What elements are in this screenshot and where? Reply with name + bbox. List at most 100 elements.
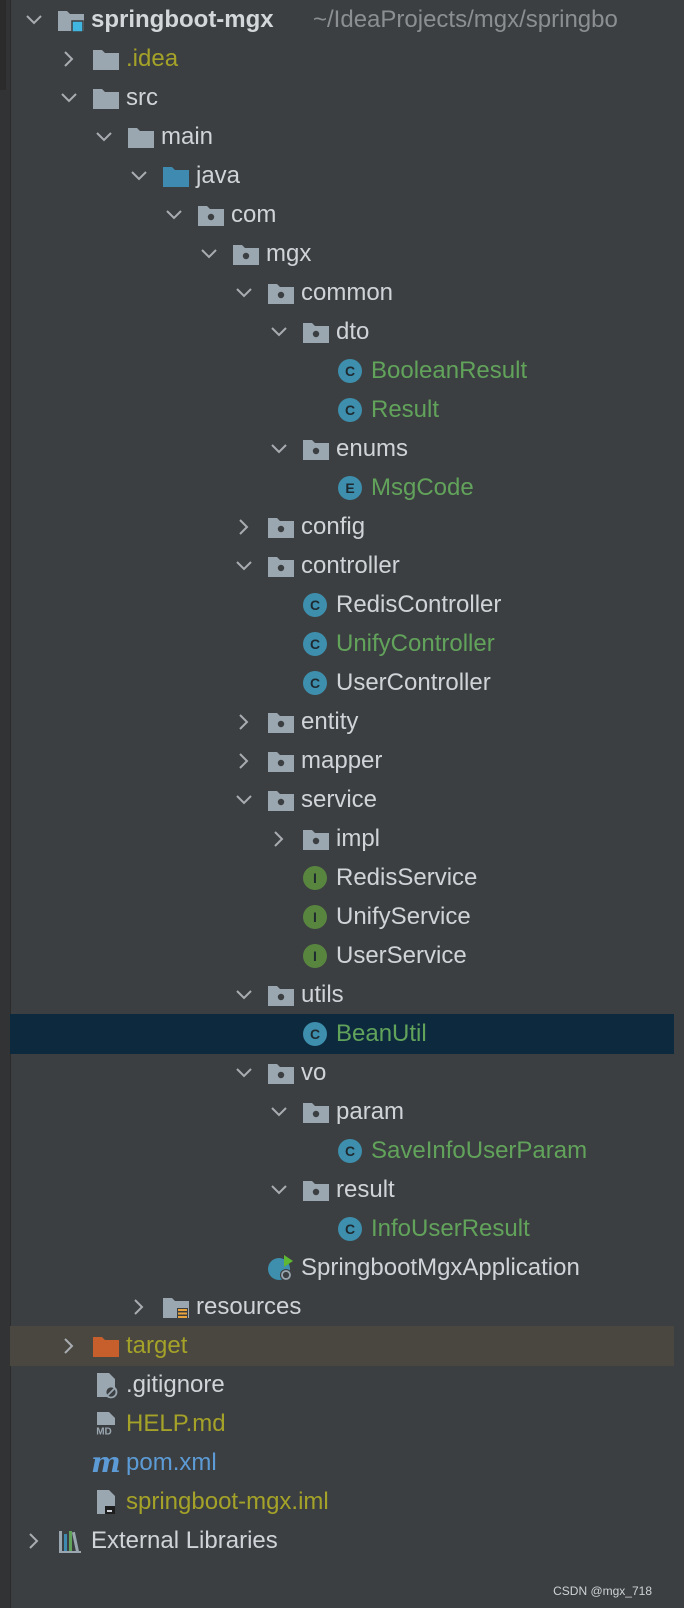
svg-text:C: C (345, 363, 355, 379)
tree-row[interactable]: .idea (10, 39, 674, 79)
tree-row[interactable]: java (10, 156, 674, 196)
chevron-right-icon[interactable] (234, 712, 254, 732)
folder-icon (91, 45, 121, 73)
chevron-down-icon[interactable] (269, 322, 289, 342)
tree-item-label: com (231, 201, 277, 228)
chevron-down-icon[interactable] (269, 1180, 289, 1200)
tree-item-label: resources (196, 1293, 302, 1320)
tree-row[interactable]: resources (10, 1287, 674, 1327)
tree-row[interactable]: springboot-mgx~/IdeaProjects/mgx/springb… (10, 0, 674, 40)
interface-icon: I (301, 942, 331, 970)
chevron-down-icon[interactable] (234, 985, 254, 1005)
svg-text:C: C (345, 1221, 355, 1237)
tree-row[interactable]: controller (10, 546, 674, 586)
chevron-down-icon[interactable] (24, 10, 44, 30)
chevron-right-icon[interactable] (269, 829, 289, 849)
tree-row[interactable]: entity (10, 702, 674, 742)
iml-file-icon (91, 1488, 121, 1516)
tree-row[interactable]: vo (10, 1053, 674, 1093)
tree-row[interactable]: enums (10, 429, 674, 469)
tree-row[interactable]: mgx (10, 234, 674, 274)
tree-row[interactable]: utils (10, 975, 674, 1015)
chevron-down-icon[interactable] (269, 1102, 289, 1122)
tree-row[interactable]: dto (10, 312, 674, 352)
svg-text:C: C (310, 636, 320, 652)
tree-row[interactable]: param (10, 1092, 674, 1132)
tree-row[interactable]: impl (10, 819, 674, 859)
tree-item-label: config (301, 513, 366, 540)
tree-row[interactable]: common (10, 273, 674, 313)
chevron-down-icon[interactable] (269, 439, 289, 459)
tree-item-label: dto (336, 318, 370, 345)
tree-row[interactable]: .gitignore (10, 1365, 674, 1405)
tree-item-label: impl (336, 825, 381, 852)
svg-text:C: C (345, 402, 355, 418)
tree-item-label: SpringbootMgxApplication (301, 1254, 580, 1281)
chevron-down-icon[interactable] (234, 556, 254, 576)
tree-item-label: utils (301, 981, 344, 1008)
chevron-down-icon[interactable] (199, 244, 219, 264)
tree-row[interactable]: mapper (10, 741, 674, 781)
chevron-down-icon[interactable] (129, 166, 149, 186)
chevron-down-icon[interactable] (59, 88, 79, 108)
tree-item-label: MsgCode (371, 474, 474, 501)
interface-icon: I (301, 903, 331, 931)
class-icon: C (336, 396, 366, 424)
strip-marker (0, 0, 6, 90)
tree-item-label: param (336, 1098, 405, 1125)
tree-item-label: src (126, 84, 158, 111)
chevron-right-icon[interactable] (24, 1531, 44, 1551)
tree-row[interactable]: service (10, 780, 674, 820)
markdown-file-icon: MD (91, 1410, 121, 1438)
chevron-right-icon[interactable] (234, 751, 254, 771)
chevron-down-icon[interactable] (234, 1063, 254, 1083)
tree-row[interactable]: com (10, 195, 674, 235)
svg-text:I: I (313, 909, 317, 925)
tree-item-label: RedisController (336, 591, 502, 618)
tree-row[interactable]: C Result (10, 390, 674, 430)
tree-item-label: BooleanResult (371, 357, 528, 384)
class-icon: C (301, 1020, 331, 1048)
tree-row[interactable]: SpringbootMgxApplication (10, 1248, 674, 1288)
tree-row[interactable]: External Libraries (10, 1521, 674, 1561)
chevron-right-icon[interactable] (59, 1336, 79, 1356)
tree-row[interactable]: config (10, 507, 674, 547)
svg-text:I: I (313, 870, 317, 886)
package-icon (266, 786, 296, 814)
tree-row[interactable]: main (10, 117, 674, 157)
chevron-down-icon[interactable] (164, 205, 184, 225)
tree-row[interactable]: springboot-mgx.iml (10, 1482, 674, 1522)
left-tool-strip (0, 0, 11, 1608)
tree-row[interactable]: src (10, 78, 674, 118)
chevron-down-icon[interactable] (94, 127, 114, 147)
class-icon: C (301, 591, 331, 619)
package-icon (266, 279, 296, 307)
package-icon (266, 513, 296, 541)
tree-row[interactable]: C BooleanResult (10, 351, 674, 391)
tree-item-label: java (196, 162, 241, 189)
tree-item-label: UserService (336, 942, 467, 969)
tree-item-label: Result (371, 396, 440, 423)
chevron-down-icon[interactable] (234, 790, 254, 810)
tree-item-label: target (126, 1332, 188, 1359)
tree-row[interactable]: result (10, 1170, 674, 1210)
package-icon (266, 981, 296, 1009)
chevron-right-icon[interactable] (129, 1297, 149, 1317)
package-icon (301, 1176, 331, 1204)
chevron-right-icon[interactable] (234, 517, 254, 537)
tree-row[interactable]: target (10, 1326, 674, 1366)
chevron-right-icon[interactable] (59, 49, 79, 69)
chevron-down-icon[interactable] (234, 283, 254, 303)
